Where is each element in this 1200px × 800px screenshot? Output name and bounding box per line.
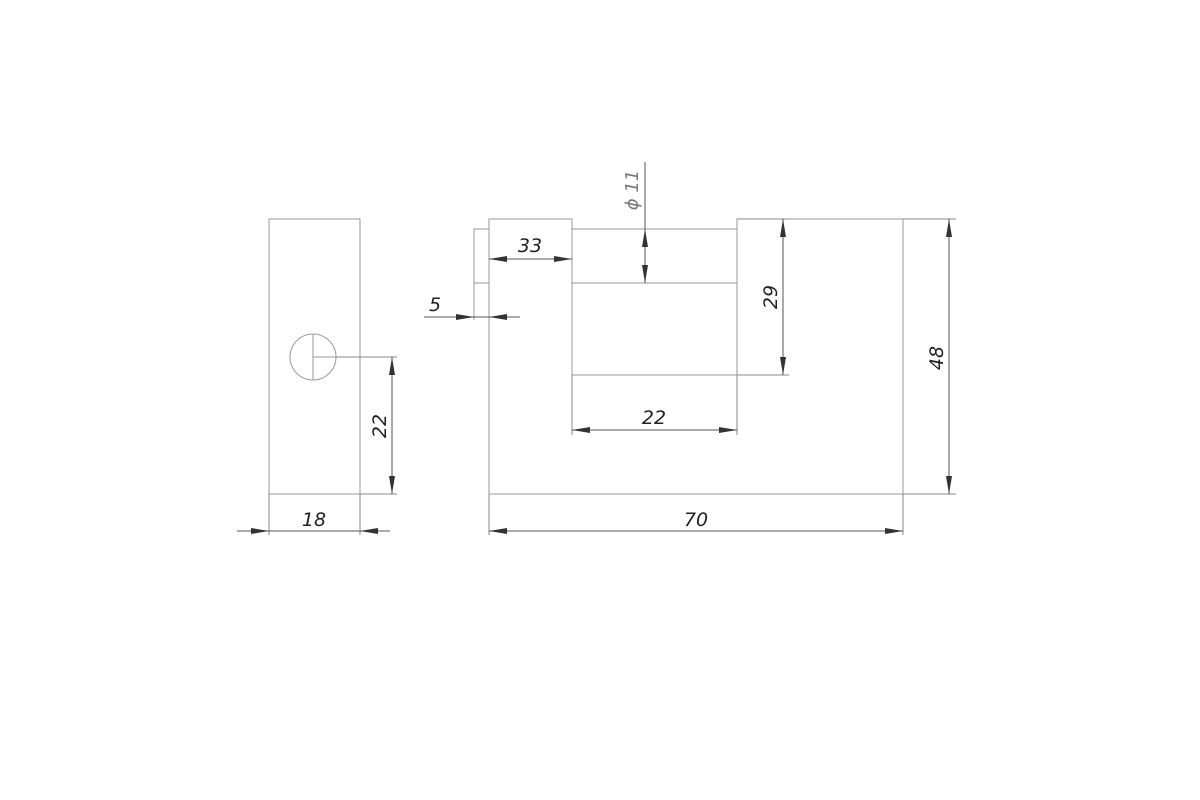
inner-height-arrow-top (780, 219, 786, 237)
lock-body-outline (488, 218, 904, 495)
hole-height-arrow-top (389, 357, 395, 375)
total-height-arrow-bottom (946, 476, 952, 494)
span-arrow-left (489, 256, 507, 262)
inner-width-arrow-right (719, 427, 737, 433)
inner-height-arrow-bottom (780, 357, 786, 375)
offset-arrow-left (456, 314, 474, 320)
span-label: 33 (518, 235, 542, 257)
hole-height-arrow-bottom (389, 476, 395, 494)
diameter-arrow-bottom (642, 265, 648, 283)
total-width-arrow-left (489, 528, 507, 534)
inner-width-label: 22 (642, 407, 666, 429)
front-view: 5 33 ϕ 11 29 22 48 (424, 162, 956, 535)
side-view: 18 22 (237, 218, 397, 535)
total-width-label: 70 (684, 509, 708, 531)
side-width-arrow-right (360, 528, 378, 534)
inner-width-arrow-left (572, 427, 590, 433)
total-height-arrow-top (946, 219, 952, 237)
inner-height-label: 29 (760, 285, 782, 309)
shackle-pin (473, 228, 490, 284)
side-width-arrow-left (251, 528, 269, 534)
offset-arrow-right (489, 314, 507, 320)
span-arrow-right (554, 256, 572, 262)
diameter-arrow-top (642, 229, 648, 247)
side-width-label: 18 (302, 509, 326, 531)
hole-height-label: 22 (369, 414, 391, 438)
offset-label: 5 (429, 294, 441, 316)
total-width-arrow-right (885, 528, 903, 534)
total-height-label: 48 (926, 346, 948, 370)
diameter-label: ϕ 11 (622, 170, 643, 211)
